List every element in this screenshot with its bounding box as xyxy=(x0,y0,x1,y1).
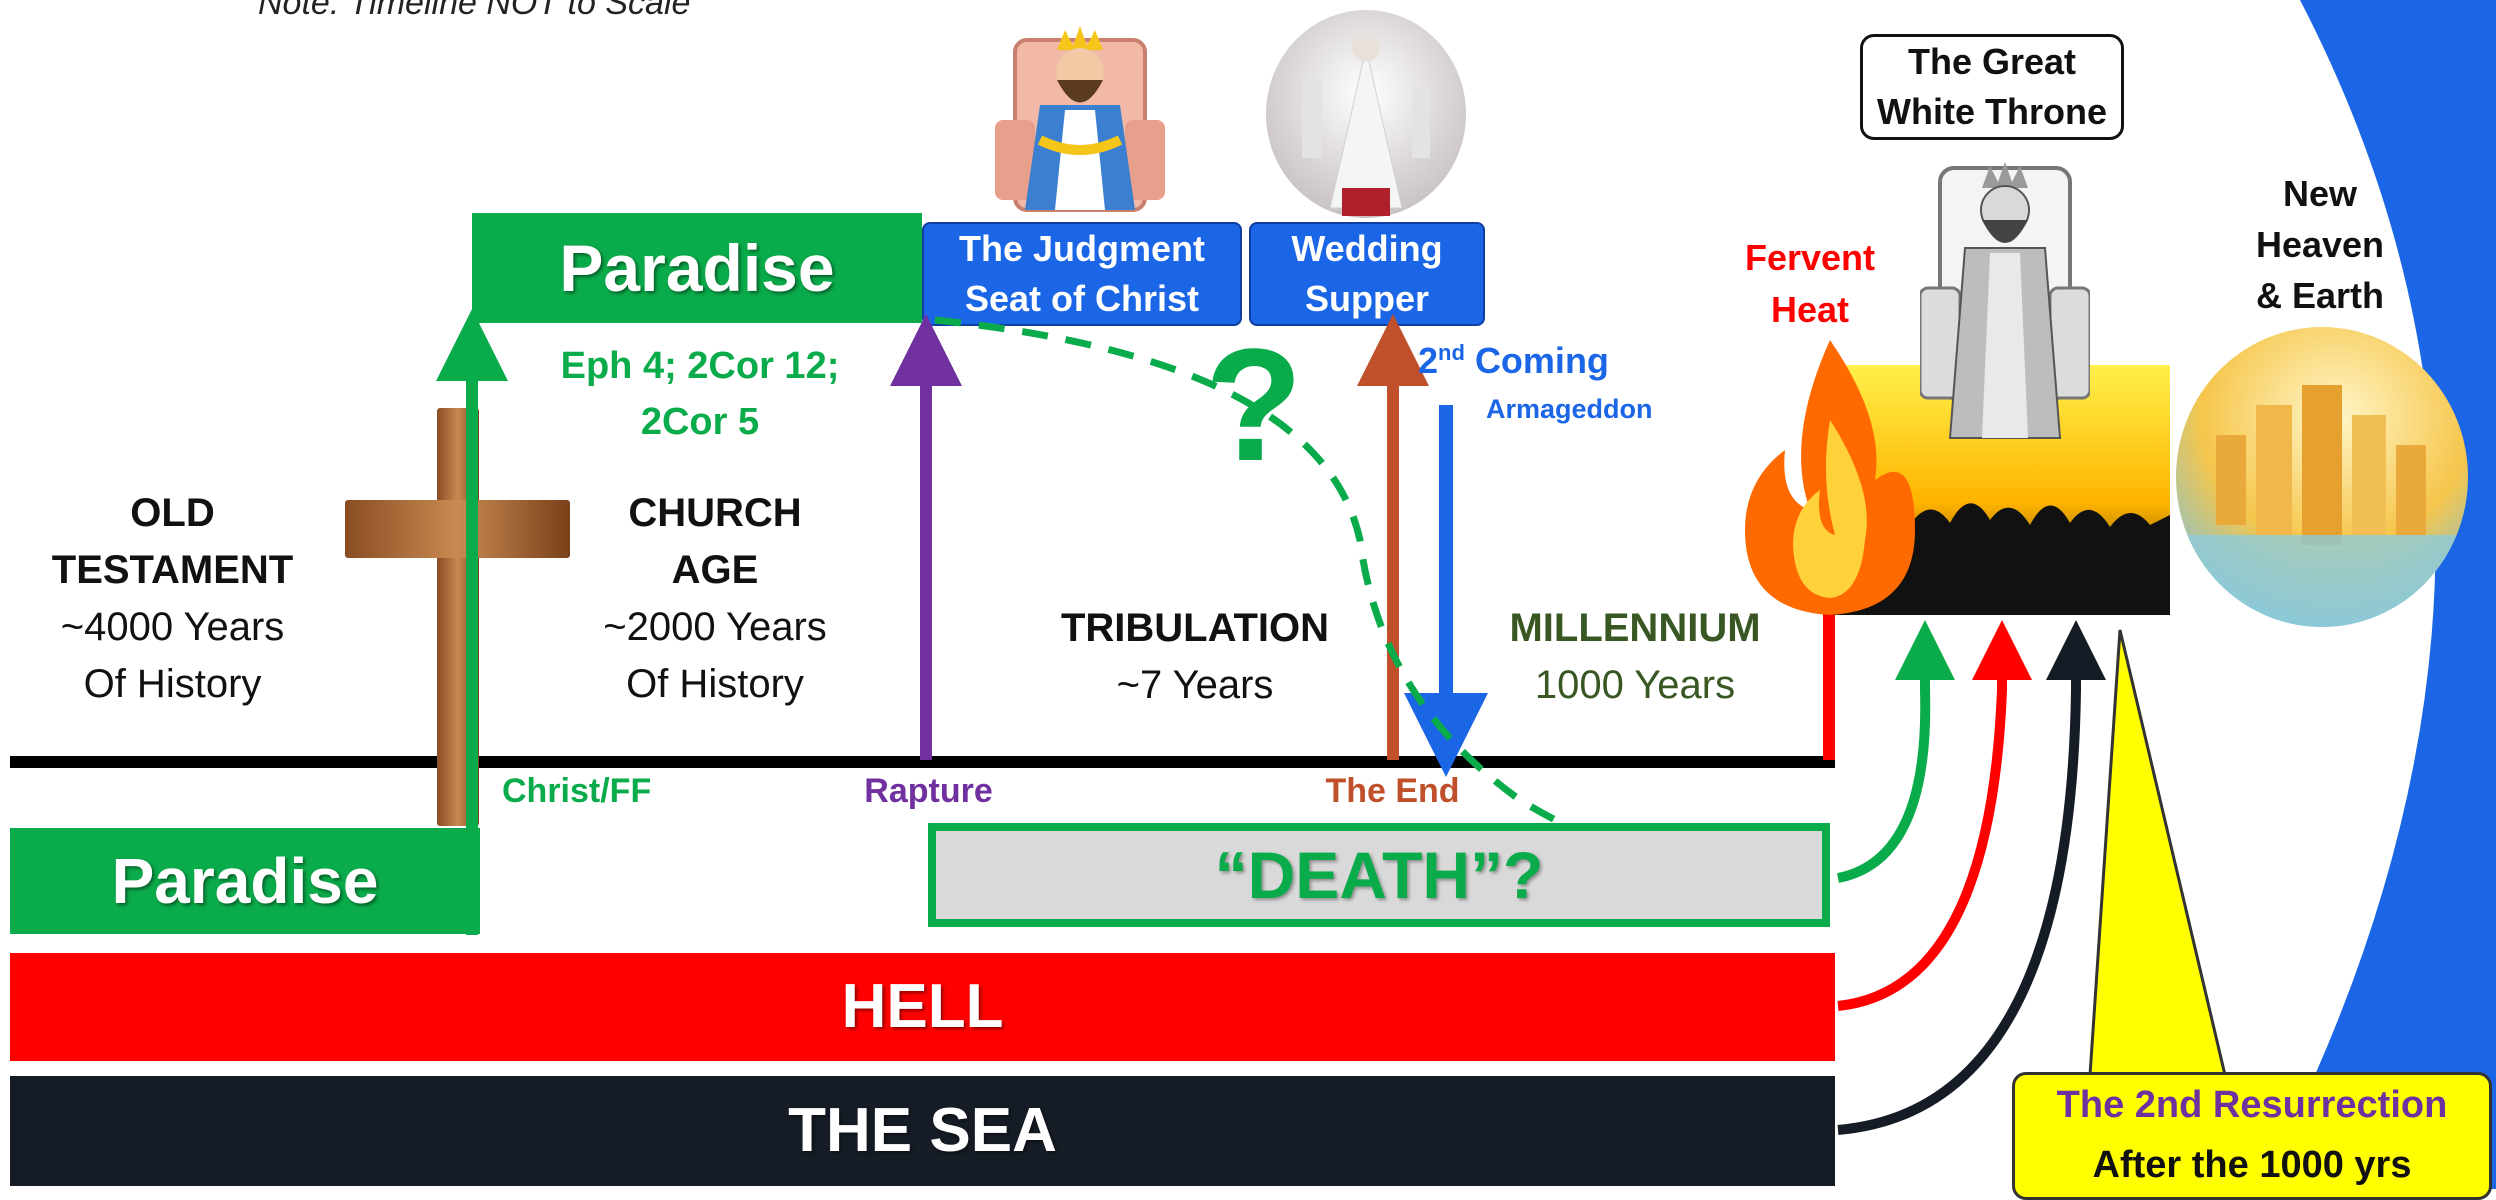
hell-to-throne-arrow xyxy=(1837,620,2032,1011)
new-heaven-earth-label: New Heaven & Earth xyxy=(2255,173,2385,316)
death-to-throne-arrow xyxy=(1836,620,1955,883)
wedding-supper-box: Wedding Supper xyxy=(1249,222,1485,326)
question-mark: ? xyxy=(1205,315,1303,494)
era-tribulation: TRIBULATION ~7 Years xyxy=(1060,606,1330,707)
white-throne-icon xyxy=(1920,162,2090,439)
second-coming-label: 2nd Coming xyxy=(1418,340,1609,381)
paradise-upper-box: Paradise xyxy=(472,213,922,323)
fervent-heat-label: Fervent Heat xyxy=(1744,237,1876,330)
rapture-label: Rapture xyxy=(864,772,993,810)
the-end-label: The End xyxy=(1325,772,1460,810)
fire-icon xyxy=(1745,340,1915,615)
paradise-scripture-refs: Eph 4; 2Cor 12; 2Cor 5 xyxy=(560,345,840,443)
era-millennium: MILLENNIUM 1000 Years xyxy=(1509,606,1761,707)
great-white-throne-label: The Great White Throne xyxy=(1860,34,2124,140)
wedding-icon xyxy=(1266,10,1466,218)
resurrection-callout: The 2nd Resurrection After the 1000 yrs xyxy=(2012,1072,2492,1200)
throne-king-icon xyxy=(995,26,1165,212)
judgment-seat-box: The Judgment Seat of Christ xyxy=(922,222,1242,326)
sea-bar: THE SEA xyxy=(10,1076,1835,1186)
paradise-to-death-dashed xyxy=(934,316,1811,882)
hell-bar: HELL xyxy=(10,953,1835,1061)
scale-note: Note: Timeline NOT to Scale xyxy=(258,0,691,22)
paradise-lower-box: Paradise xyxy=(10,828,480,934)
armageddon-label: Armageddon xyxy=(1486,394,1653,424)
christ-ff-label: Christ/FF xyxy=(502,772,652,810)
sea-to-throne-arrow xyxy=(1837,620,2106,1135)
death-box: “DEATH”? xyxy=(928,823,1830,927)
era-church-age: CHURCH AGE ~2000 Years Of History xyxy=(603,491,827,706)
city-icon xyxy=(2176,327,2468,627)
millennium-end-marker xyxy=(1823,610,1835,760)
era-old-testament: OLD TESTAMENT ~4000 Years Of History xyxy=(51,491,294,706)
